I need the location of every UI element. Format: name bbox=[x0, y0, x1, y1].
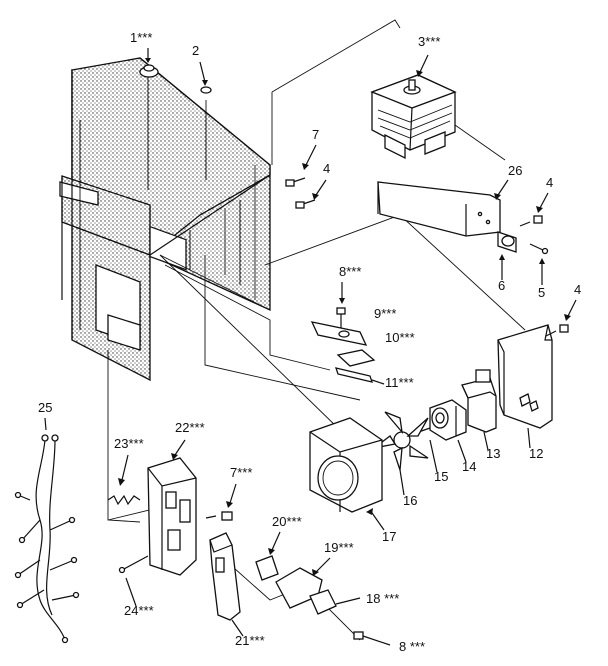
switch-part-20 bbox=[255, 531, 281, 581]
mount-plate-part-12 bbox=[497, 299, 577, 449]
callout-label-c7b: 7*** bbox=[230, 465, 252, 480]
wire-harness-part-25 bbox=[14, 417, 80, 644]
callout-label-c10: 10*** bbox=[385, 330, 415, 345]
callout-label-c4c: 4 bbox=[574, 282, 581, 297]
callout-label-c7a: 7 bbox=[312, 127, 319, 142]
callout-label-c4a: 4 bbox=[323, 161, 330, 176]
callout-label-c6: 6 bbox=[498, 278, 505, 293]
screw-part-7b bbox=[205, 483, 237, 521]
plate-part-11 bbox=[335, 367, 385, 385]
callout-label-c20: 20*** bbox=[272, 514, 302, 529]
callout-label-c2: 2 bbox=[192, 43, 199, 58]
bracket-part-13 bbox=[461, 369, 497, 451]
screw-part-8a bbox=[336, 282, 346, 330]
callout-label-c15: 15 bbox=[434, 469, 448, 484]
callout-label-c13: 13 bbox=[486, 446, 500, 461]
fan-motor-part-14 bbox=[429, 399, 467, 463]
screw-part-5 bbox=[529, 243, 549, 285]
chassis-frame bbox=[59, 57, 271, 382]
callout-label-c4b: 4 bbox=[546, 175, 553, 190]
magnetron-part-3 bbox=[370, 54, 457, 160]
screw-part-7 bbox=[285, 144, 317, 187]
callout-label-c17: 17 bbox=[382, 529, 396, 544]
screw-part-4a bbox=[295, 179, 327, 209]
plate-part-10 bbox=[336, 349, 376, 367]
callout-label-c11: 11*** bbox=[385, 375, 414, 390]
latch-bracket-part-22 bbox=[147, 439, 197, 576]
callout-label-c21: 21*** bbox=[235, 633, 265, 648]
callout-label-c1: 1*** bbox=[130, 30, 152, 45]
bracket-part-26 bbox=[377, 179, 509, 237]
callout-label-c24: 24*** bbox=[124, 603, 154, 618]
callout-label-c22: 22*** bbox=[175, 420, 205, 435]
callout-label-c3: 3*** bbox=[418, 34, 440, 49]
callout-label-c18: 18 *** bbox=[366, 591, 399, 606]
thermal-switch-part-6 bbox=[497, 231, 517, 280]
callout-label-c14: 14 bbox=[462, 459, 476, 474]
screw-part-8b bbox=[353, 631, 391, 646]
callout-label-c23: 23*** bbox=[114, 436, 144, 451]
callout-label-c16: 16 bbox=[403, 493, 417, 508]
spring-part-23 bbox=[107, 454, 141, 506]
switch-part-18 bbox=[309, 589, 361, 615]
callout-label-c19: 19*** bbox=[324, 540, 354, 555]
plate-part-9 bbox=[310, 321, 368, 346]
screw-part-4b bbox=[519, 192, 549, 227]
callout-label-c26: 26 bbox=[508, 163, 522, 178]
callout-label-c25: 25 bbox=[38, 400, 52, 415]
callout-label-c5: 5 bbox=[538, 285, 545, 300]
clip-part-2 bbox=[199, 61, 212, 94]
callout-label-c8b: 8 *** bbox=[399, 639, 425, 654]
callout-label-c9: 9*** bbox=[374, 306, 396, 321]
callout-label-c8a: 8*** bbox=[339, 264, 361, 279]
fan-shroud-part-17 bbox=[309, 417, 385, 531]
grommet-part-1 bbox=[139, 48, 159, 78]
callout-label-c12: 12 bbox=[529, 446, 543, 461]
pin-part-24 bbox=[118, 555, 149, 607]
lever-part-21 bbox=[209, 532, 244, 637]
